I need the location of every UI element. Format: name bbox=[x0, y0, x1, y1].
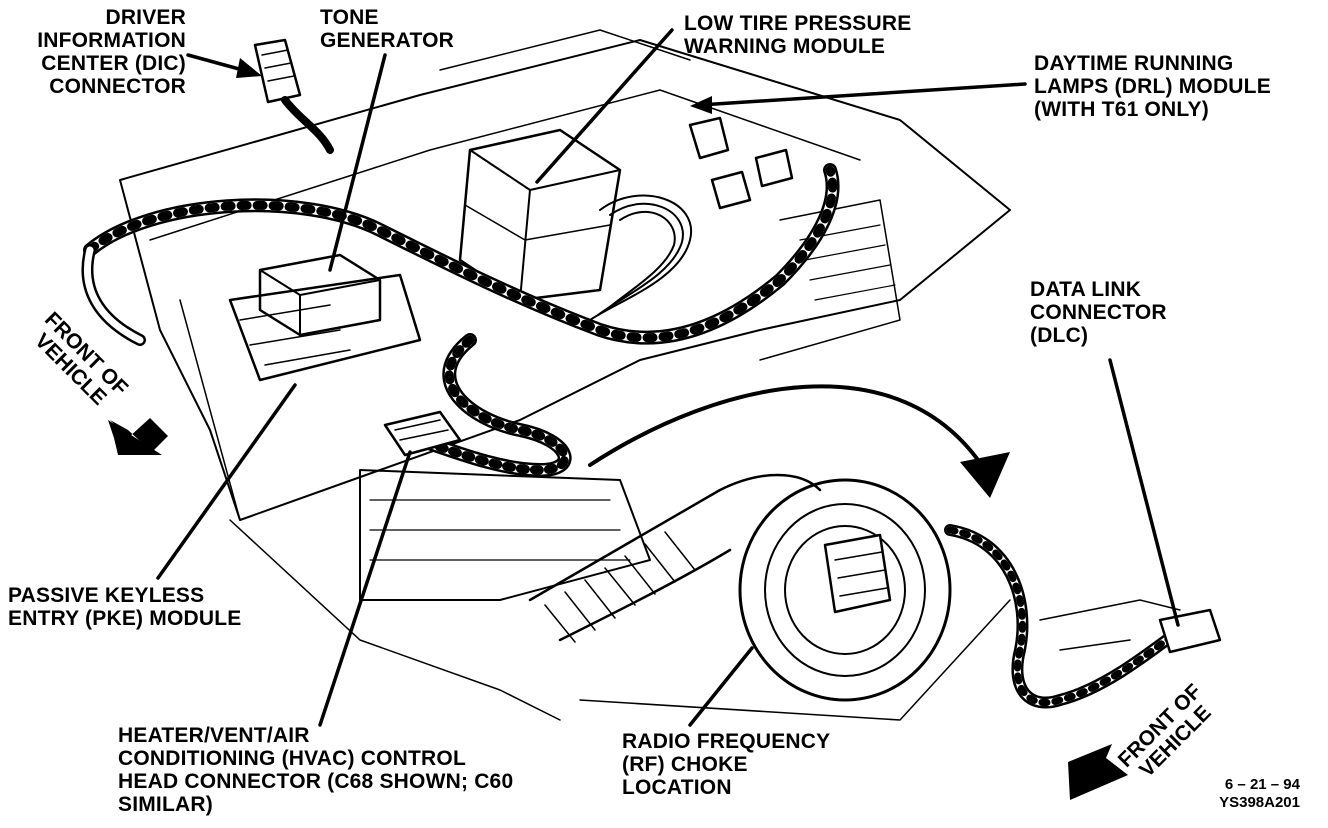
dlc-label-line-1: DATA LINK bbox=[1030, 278, 1142, 301]
drl-connector-3 bbox=[754, 148, 794, 188]
figure-date: 6 – 21 – 94 bbox=[1224, 776, 1300, 793]
dic-label-line-3: CENTER (DIC) bbox=[41, 52, 186, 75]
hvac-leader bbox=[318, 450, 412, 727]
rf-choke-connector bbox=[823, 533, 892, 614]
drl-label-line-3: (WITH T61 ONLY) bbox=[1034, 98, 1209, 121]
ltp-label-line-2: WARNING MODULE bbox=[684, 35, 886, 58]
hvac-label-line-1: HEATER/VENT/AIR bbox=[118, 724, 310, 747]
dic-label-line-1: DRIVER bbox=[105, 6, 186, 29]
rf-label-line-1: RADIO FREQUENCY bbox=[622, 730, 831, 753]
rf-label-line-3: LOCATION bbox=[622, 776, 732, 799]
ltp-leader bbox=[535, 28, 674, 184]
hvac-connector bbox=[383, 410, 462, 457]
hvac-duct bbox=[528, 473, 822, 602]
drl-label-line-1: DAYTIME RUNNING bbox=[1034, 52, 1234, 75]
pke-module-label: PASSIVE KEYLESS ENTRY (PKE) MODULE bbox=[8, 584, 241, 630]
drl-leader bbox=[698, 82, 1027, 107]
dashboard-outline bbox=[119, 39, 1011, 521]
drl-module-label: DAYTIME RUNNING LAMPS (DRL) MODULE (WITH… bbox=[1034, 52, 1271, 121]
rf-choke-ring bbox=[738, 478, 952, 702]
dic-arrowhead bbox=[236, 58, 262, 78]
rf-leader bbox=[688, 646, 754, 727]
drl-connector-1 bbox=[688, 116, 730, 160]
hvac-label-line-4: SIMILAR) bbox=[118, 793, 213, 816]
rf-choke-label: RADIO FREQUENCY (RF) CHOKE LOCATION bbox=[622, 730, 830, 799]
location-arrowhead bbox=[960, 452, 1010, 498]
tone-leader bbox=[328, 53, 387, 272]
drl-connector-2 bbox=[710, 170, 752, 210]
dic-connector-label: DRIVER INFORMATION CENTER (DIC) CONNECTO… bbox=[10, 6, 186, 98]
dlc-connector bbox=[1158, 608, 1222, 654]
low-tire-pressure-label: LOW TIRE PRESSURE WARNING MODULE bbox=[684, 12, 911, 58]
rf-label-line-2: (RF) CHOKE bbox=[622, 753, 748, 776]
tone-generator-box bbox=[258, 253, 382, 337]
drl-arrowhead bbox=[690, 96, 712, 114]
dic-label-line-2: INFORMATION bbox=[37, 29, 186, 52]
dlc-harness bbox=[944, 524, 1186, 709]
drl-label-line-2: LAMPS (DRL) MODULE bbox=[1034, 75, 1271, 98]
ltp-module-box bbox=[458, 128, 622, 302]
dlc-label-line-3: (DLC) bbox=[1030, 324, 1089, 347]
tone-generator-label: TONE GENERATOR bbox=[320, 6, 454, 52]
hvac-label-line-3: HEAD CONNECTOR (C68 SHOWN; C60 bbox=[118, 770, 514, 793]
pke-module-box bbox=[228, 273, 422, 382]
dlc-label: DATA LINK CONNECTOR (DLC) bbox=[1030, 278, 1167, 347]
dic-connector bbox=[253, 38, 302, 104]
figure-id: YS398A201 bbox=[1219, 794, 1300, 811]
tone-label-line-2: GENERATOR bbox=[320, 29, 455, 52]
dlc-label-line-2: CONNECTOR bbox=[1030, 301, 1167, 324]
hvac-connector-label: HEATER/VENT/AIR CONDITIONING (HVAC) CONT… bbox=[118, 724, 513, 816]
pke-leader bbox=[156, 383, 297, 580]
front-arrow-right bbox=[1068, 744, 1128, 800]
ltp-label-line-1: LOW TIRE PRESSURE bbox=[684, 12, 912, 35]
tone-label-line-1: TONE bbox=[320, 6, 379, 29]
pke-label-line-2: ENTRY (PKE) MODULE bbox=[8, 607, 242, 630]
dic-label-line-4: CONNECTOR bbox=[49, 75, 186, 98]
dlc-leader bbox=[1108, 358, 1180, 627]
hvac-label-line-2: CONDITIONING (HVAC) CONTROL bbox=[118, 747, 466, 770]
figure-footer: 6 – 21 – 94 YS398A201 bbox=[1180, 776, 1300, 812]
pke-label-line-1: PASSIVE KEYLESS bbox=[8, 584, 205, 607]
location-curve-arrow bbox=[588, 384, 987, 472]
